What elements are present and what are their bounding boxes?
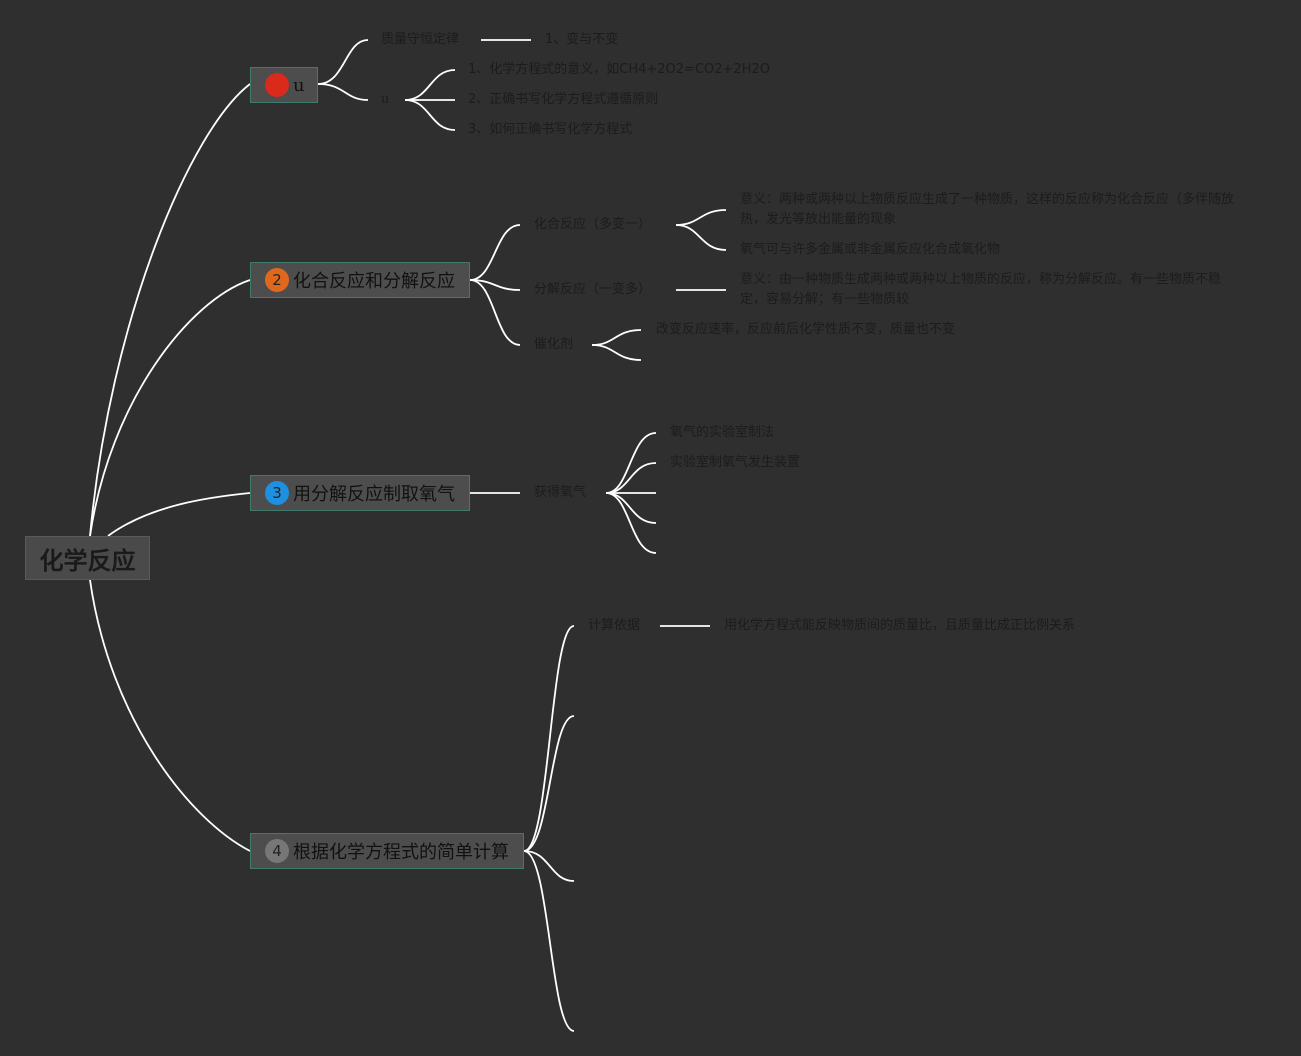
- topic-node-1[interactable]: 1 u: [250, 67, 318, 103]
- topic-label: 化合反应和分解反应: [293, 271, 455, 292]
- badge-3-icon: 3: [265, 481, 289, 505]
- detail-text[interactable]: 改变反应速率，反应前后化学性质不变，质量也不变: [656, 322, 956, 337]
- subtopic-label[interactable]: 获得氧气: [534, 485, 587, 500]
- root-label: 化学反应: [39, 546, 136, 575]
- detail-text[interactable]: 用化学方程式能反映物质间的质量比，且质量比成正比例关系: [724, 618, 1076, 633]
- topic-label: 用分解反应制取氧气: [293, 484, 455, 505]
- badge-4-icon: 4: [265, 839, 289, 863]
- detail-text[interactable]: 氧气的实验室制法: [670, 425, 775, 440]
- detail-text[interactable]: 意义：两种或两种以上物质反应生成了一种物质，这样的反应称为化合反应（多伴随放热，…: [740, 192, 1235, 227]
- detail-text[interactable]: 1、变与不变: [545, 32, 619, 47]
- topic-node-2[interactable]: 2 化合反应和分解反应: [250, 262, 470, 298]
- badge-2-icon: 2: [265, 268, 289, 292]
- subtopic-label[interactable]: 分解反应（一变多）: [534, 282, 652, 297]
- subtopic-label[interactable]: 计算依据: [588, 618, 641, 633]
- topic-label: u: [293, 74, 305, 96]
- badge-1-icon: 1: [265, 73, 289, 97]
- topic-node-3[interactable]: 3 用分解反应制取氧气: [250, 475, 470, 511]
- subtopic-label[interactable]: 质量守恒定律: [381, 32, 460, 47]
- subtopic-label[interactable]: 化合反应（多变一）: [534, 217, 652, 232]
- root-node[interactable]: 化学反应: [25, 536, 150, 580]
- detail-text[interactable]: 实验室制氧气发生装置: [670, 455, 801, 470]
- topic-label: 根据化学方程式的简单计算: [293, 842, 509, 863]
- detail-text[interactable]: 2、正确书写化学方程式遵循原则: [468, 92, 659, 107]
- detail-text[interactable]: 1、化学方程式的意义，如CH4+2O2=CO2+2H2O: [468, 62, 770, 77]
- connector-root-topic3: [107, 492, 251, 537]
- detail-text[interactable]: 意义：由一种物质生成两种或两种以上物质的反应，称为分解反应。有一些物质不稳定，容…: [740, 272, 1222, 307]
- subtopic-label[interactable]: 催化剂: [534, 337, 574, 352]
- connector-root-topic1: [89, 83, 251, 537]
- topic-node-4[interactable]: 4 根据化学方程式的简单计算: [250, 833, 524, 869]
- detail-text[interactable]: 氧气可与许多金属或非金属反应化合成氧化物: [740, 242, 1001, 257]
- connector-root-topic4: [89, 579, 251, 852]
- detail-text[interactable]: 3、如何正确书写化学方程式: [468, 122, 633, 137]
- connector-root-topic2: [89, 279, 251, 537]
- subtopic-label[interactable]: u: [381, 92, 390, 107]
